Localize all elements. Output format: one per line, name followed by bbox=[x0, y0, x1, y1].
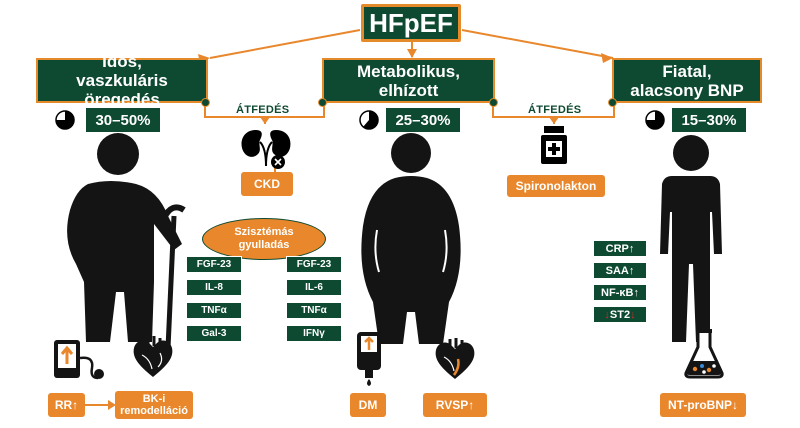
connector-dot bbox=[608, 98, 617, 107]
kidney-icon bbox=[241, 130, 291, 169]
blood-pressure-monitor-icon bbox=[54, 340, 104, 380]
marker-st2: ↓ST2↓ bbox=[593, 306, 647, 323]
pie-chart-icon bbox=[645, 110, 665, 130]
arrow-up-icon: ↑ bbox=[628, 264, 635, 277]
overlap-label-right: ÁTFEDÉS bbox=[528, 104, 582, 116]
category-metabolic: Metabolikus, elhízott bbox=[322, 58, 495, 103]
dm-label: DM bbox=[350, 393, 386, 417]
arrow-down-icon: ↓ bbox=[630, 308, 636, 321]
percent-metabolic: 25–30% bbox=[385, 107, 461, 133]
marker-nfkb: NF-κB↑ bbox=[593, 284, 647, 301]
cytokine-left-tnfa: TNFα bbox=[186, 302, 242, 319]
rvsp-label: RVSP↑ bbox=[423, 393, 487, 417]
marker-crp: CRP↑ bbox=[593, 240, 647, 257]
medicine-bottle-icon bbox=[541, 126, 567, 164]
percent-elderly: 30–50% bbox=[85, 107, 161, 133]
ntprobnp-label: NT-proBNP↓ bbox=[660, 393, 746, 417]
marker-name: CRP bbox=[605, 242, 629, 255]
young-person-icon bbox=[660, 135, 722, 342]
page-title: HFpEF bbox=[361, 4, 461, 42]
rr-name: RR bbox=[54, 398, 73, 412]
cytokine-left-fgf23: FGF-23 bbox=[186, 256, 242, 273]
rr-label: RR↑ bbox=[48, 393, 85, 417]
spironolactone-label: Spironolakton bbox=[507, 175, 605, 197]
ckd-label: CKD bbox=[241, 172, 293, 196]
rvsp-name: RVSP bbox=[435, 398, 469, 412]
obese-person-icon bbox=[361, 133, 461, 344]
category-elderly: Idős, vaszkuláris öregedés bbox=[36, 52, 208, 109]
elderly-person-icon bbox=[67, 133, 186, 349]
glucometer-icon bbox=[357, 332, 381, 386]
flask-icon bbox=[684, 329, 724, 379]
arrow-down-icon: ↓ bbox=[732, 398, 738, 412]
remodeling-label: BK-i remodelláció bbox=[115, 391, 193, 419]
category-young: Fiatal, alacsony BNP bbox=[612, 58, 762, 103]
arrow-down-icon: ↓ bbox=[604, 308, 610, 321]
connector-dot bbox=[318, 98, 327, 107]
cytokine-right-il6: IL-6 bbox=[286, 279, 342, 296]
percent-young: 15–30% bbox=[671, 107, 747, 133]
arrow-up-icon: ↑ bbox=[628, 242, 635, 255]
ntprobnp-name: NT-proBNP bbox=[668, 398, 732, 412]
marker-name: SAA bbox=[605, 264, 629, 277]
arrow-up-icon: ↑ bbox=[468, 398, 475, 412]
cytokine-right-fgf23: FGF-23 bbox=[286, 256, 342, 273]
cytokine-left-il8: IL-8 bbox=[186, 279, 242, 296]
marker-name: NF-κB bbox=[601, 286, 634, 299]
connector-dot bbox=[489, 98, 498, 107]
cytokine-left-gal3: Gal-3 bbox=[186, 325, 242, 342]
connector-dot bbox=[201, 98, 210, 107]
cytokine-right-tnfa: TNFα bbox=[286, 302, 342, 319]
heart-icon bbox=[435, 338, 475, 379]
heart-icon bbox=[133, 336, 173, 377]
cytokine-right-ifng: IFNγ bbox=[286, 325, 342, 342]
marker-saa: SAA↑ bbox=[593, 262, 647, 279]
pie-chart-icon bbox=[359, 110, 379, 130]
overlap-label-left: ÁTFEDÉS bbox=[236, 104, 290, 116]
pie-chart-icon bbox=[55, 110, 75, 130]
arrow-up-icon: ↑ bbox=[72, 398, 79, 412]
arrow-up-icon: ↑ bbox=[633, 286, 639, 299]
systemic-inflammation-label: Szisztémás gyulladás bbox=[202, 218, 326, 260]
marker-name: ST2 bbox=[609, 308, 631, 321]
